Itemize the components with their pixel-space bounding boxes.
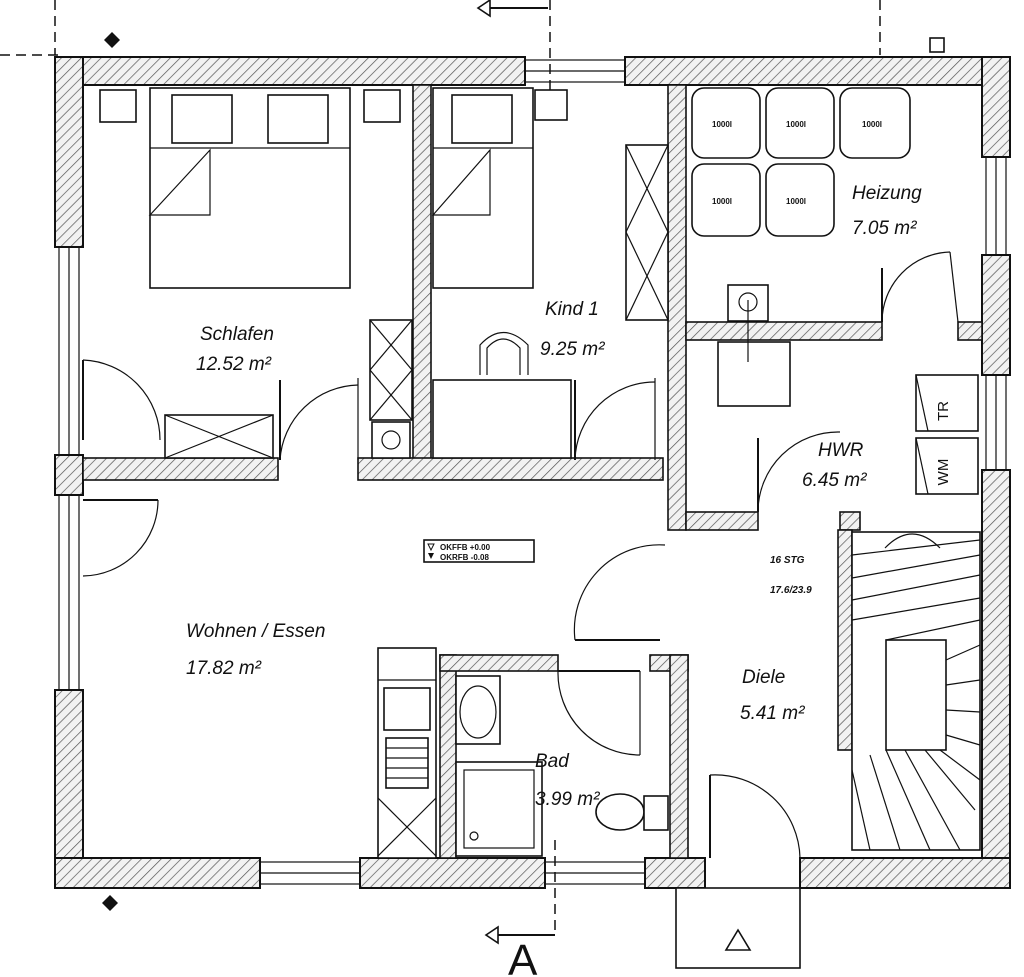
survey-marker-bottom-left [102, 895, 118, 911]
room-name: Heizung [852, 183, 922, 204]
nightstand-right [363, 89, 401, 123]
room-name: Schlafen [200, 324, 274, 345]
stair-ratio: 17.6/23.9 [770, 585, 812, 596]
tank [839, 87, 911, 159]
stair-steps: 16 STG [770, 555, 805, 566]
tank [765, 87, 835, 159]
single-bed [431, 87, 534, 289]
room-area: 3.99 m² [535, 789, 600, 810]
doors [82, 251, 959, 859]
tank-label: 1000l [862, 120, 882, 129]
room-name: Kind 1 [545, 299, 599, 320]
room-name: Diele [742, 667, 785, 688]
interior-walls [82, 84, 983, 859]
room-area: 7.05 m² [852, 218, 917, 239]
tank-label: 1000l [712, 197, 732, 206]
room-name: HWR [818, 440, 864, 461]
chimney [534, 89, 568, 121]
room-area: 17.82 m² [186, 658, 262, 679]
level-line-2: OKRFB -0.08 [440, 553, 489, 562]
tank-label: 1000l [786, 120, 806, 129]
room-hwr: HWR 6.45 m² [802, 440, 867, 491]
room-name: Wohnen / Essen [186, 621, 325, 642]
room-area: 9.25 m² [540, 339, 605, 360]
room-bad: Bad 3.99 m² [535, 751, 600, 810]
dryer-label: TR [935, 401, 952, 421]
kitchen-counter [377, 647, 437, 859]
tank-label: 1000l [786, 197, 806, 206]
room-area: 5.41 m² [740, 703, 805, 724]
room-area: 12.52 m² [196, 354, 272, 375]
washer-appliance: WM [915, 437, 979, 495]
room-name: Bad [535, 751, 570, 772]
level-marker: OKFFB +0.00 OKRFB -0.08 [423, 539, 535, 563]
wardrobe-schlafen [164, 414, 274, 459]
tank [691, 163, 761, 237]
desk [432, 331, 572, 459]
wardrobe-kind [625, 144, 669, 321]
room-heizung: Heizung 7.05 m² [852, 183, 922, 239]
room-wohnen: Wohnen / Essen 17.82 m² [186, 621, 325, 679]
shaft-cabinet [369, 319, 413, 459]
washer-label: WM [935, 459, 952, 486]
level-line-1: OKFFB +0.00 [440, 543, 491, 552]
toilet [595, 793, 669, 831]
survey-marker-top-right [929, 37, 945, 53]
double-bed [148, 87, 351, 289]
room-kind1: Kind 1 9.25 m² [540, 299, 605, 360]
shower [455, 761, 543, 857]
tank [765, 163, 835, 237]
room-schlafen: Schlafen 12.52 m² [196, 324, 274, 375]
survey-marker-top-left [104, 32, 120, 48]
oil-tanks: 1000l 1000l 1000l 1000l 1000l [691, 87, 911, 237]
exterior-walls [54, 56, 1011, 889]
tank [691, 87, 761, 159]
room-area: 6.45 m² [802, 470, 867, 491]
windows [58, 59, 1007, 885]
dryer-appliance: TR [915, 374, 979, 432]
boiler [717, 284, 791, 407]
room-diele: Diele 5.41 m² [740, 667, 805, 724]
entrance-step [675, 887, 801, 969]
section-label: A [508, 936, 538, 977]
washbasin [455, 675, 501, 745]
section-arrow-bottom [484, 925, 555, 945]
nightstand-left [99, 89, 137, 123]
staircase [851, 531, 981, 851]
tank-label: 1000l [712, 120, 732, 129]
section-arrow-top [476, 0, 548, 18]
